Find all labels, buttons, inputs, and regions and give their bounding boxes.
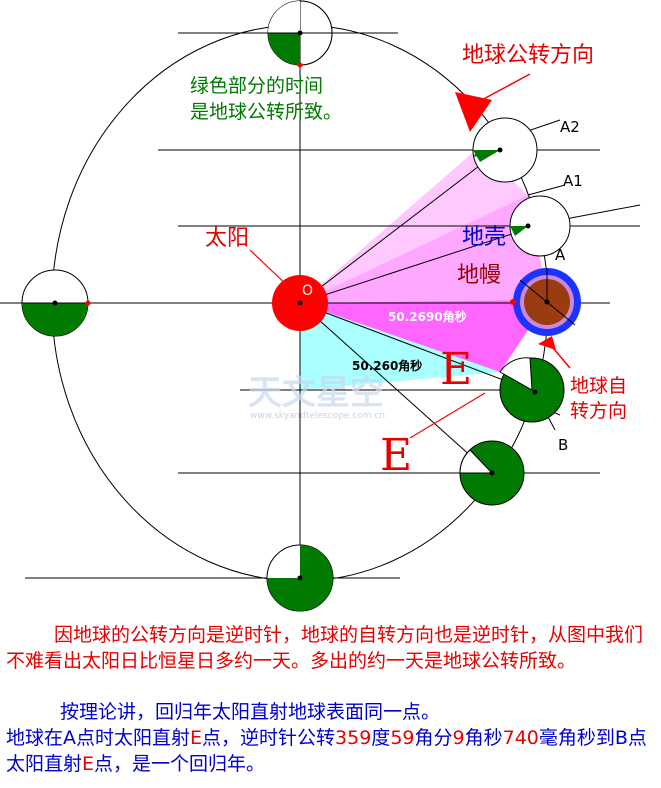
label-rotation-1: 地球自 [570, 375, 627, 397]
p3-t11: 毫角秒到B点太阳直射 [6, 727, 647, 775]
label-o: O [302, 283, 313, 299]
earth-a1 [509, 195, 571, 257]
p3-t10: 740 [502, 727, 539, 749]
label-green-part-2: 是地球公转所致。 [190, 101, 342, 123]
p3-t3: 点，逆时针公转 [202, 727, 336, 749]
p3-t8: 9 [452, 727, 465, 749]
watermark-url: www.skyandtelescope.com.cn [250, 411, 385, 421]
sector-cyan [300, 303, 500, 390]
p3-t7: 角分 [414, 727, 453, 749]
rotation-arrow [538, 336, 571, 369]
p3-t12: E [82, 753, 95, 775]
watermark: 天文星空 [248, 373, 384, 413]
paragraph-3: 地球在A点时太阳直射E点，逆时针公转359度59角分9角秒740毫角秒到B点太阳… [6, 725, 656, 777]
revolution-arrow [455, 73, 531, 132]
e-leader [409, 392, 486, 439]
p3-t9: 角秒 [464, 727, 503, 749]
paragraph-1: 因地球的公转方向是逆时针，地球的自转方向也是逆时针，从图中我们不难看出太阳日比恒… [6, 624, 644, 672]
p3-t6: 59 [390, 727, 415, 749]
label-a: A [555, 246, 566, 264]
earth-top [267, 0, 333, 68]
p3-t1: 地球在A点时太阳直射 [6, 727, 190, 749]
label-mantle: 地幔 [457, 263, 501, 288]
label-crust: 地壳 [462, 225, 506, 250]
label-e-inner: E [440, 344, 472, 395]
earth-lower [459, 440, 525, 506]
sector-magenta [300, 300, 548, 372]
label-angle-upper: 50.2690角秒 [388, 309, 467, 324]
sun-label-leader [249, 249, 293, 291]
label-rotation-2: 转方向 [570, 400, 627, 422]
paragraph-2: 按理论讲，回归年太阳直射地球表面同一点。 [60, 701, 441, 723]
p3-t13: 点，是一个回归年。 [94, 753, 266, 775]
label-a2: A2 [560, 118, 580, 136]
earth-bottom [266, 544, 334, 612]
label-revolution-direction: 地球公转方向 [462, 43, 594, 68]
sun [272, 275, 328, 331]
label-sun: 太阳 [205, 226, 249, 251]
earth-left [21, 269, 91, 337]
label-green-part-1: 绿色部分的时间 [190, 75, 323, 97]
earth-b [499, 357, 565, 423]
label-e-outer: E [380, 430, 412, 481]
earth-a [510, 268, 581, 336]
label-b: B [558, 436, 568, 454]
label-angle-lower: 50.260角秒 [352, 358, 422, 373]
p3-t5: 度 [371, 727, 391, 749]
p3-t2: E [190, 727, 203, 749]
earth-a2 [472, 117, 538, 183]
label-a1: A1 [563, 172, 583, 190]
p3-t4: 359 [335, 727, 372, 749]
